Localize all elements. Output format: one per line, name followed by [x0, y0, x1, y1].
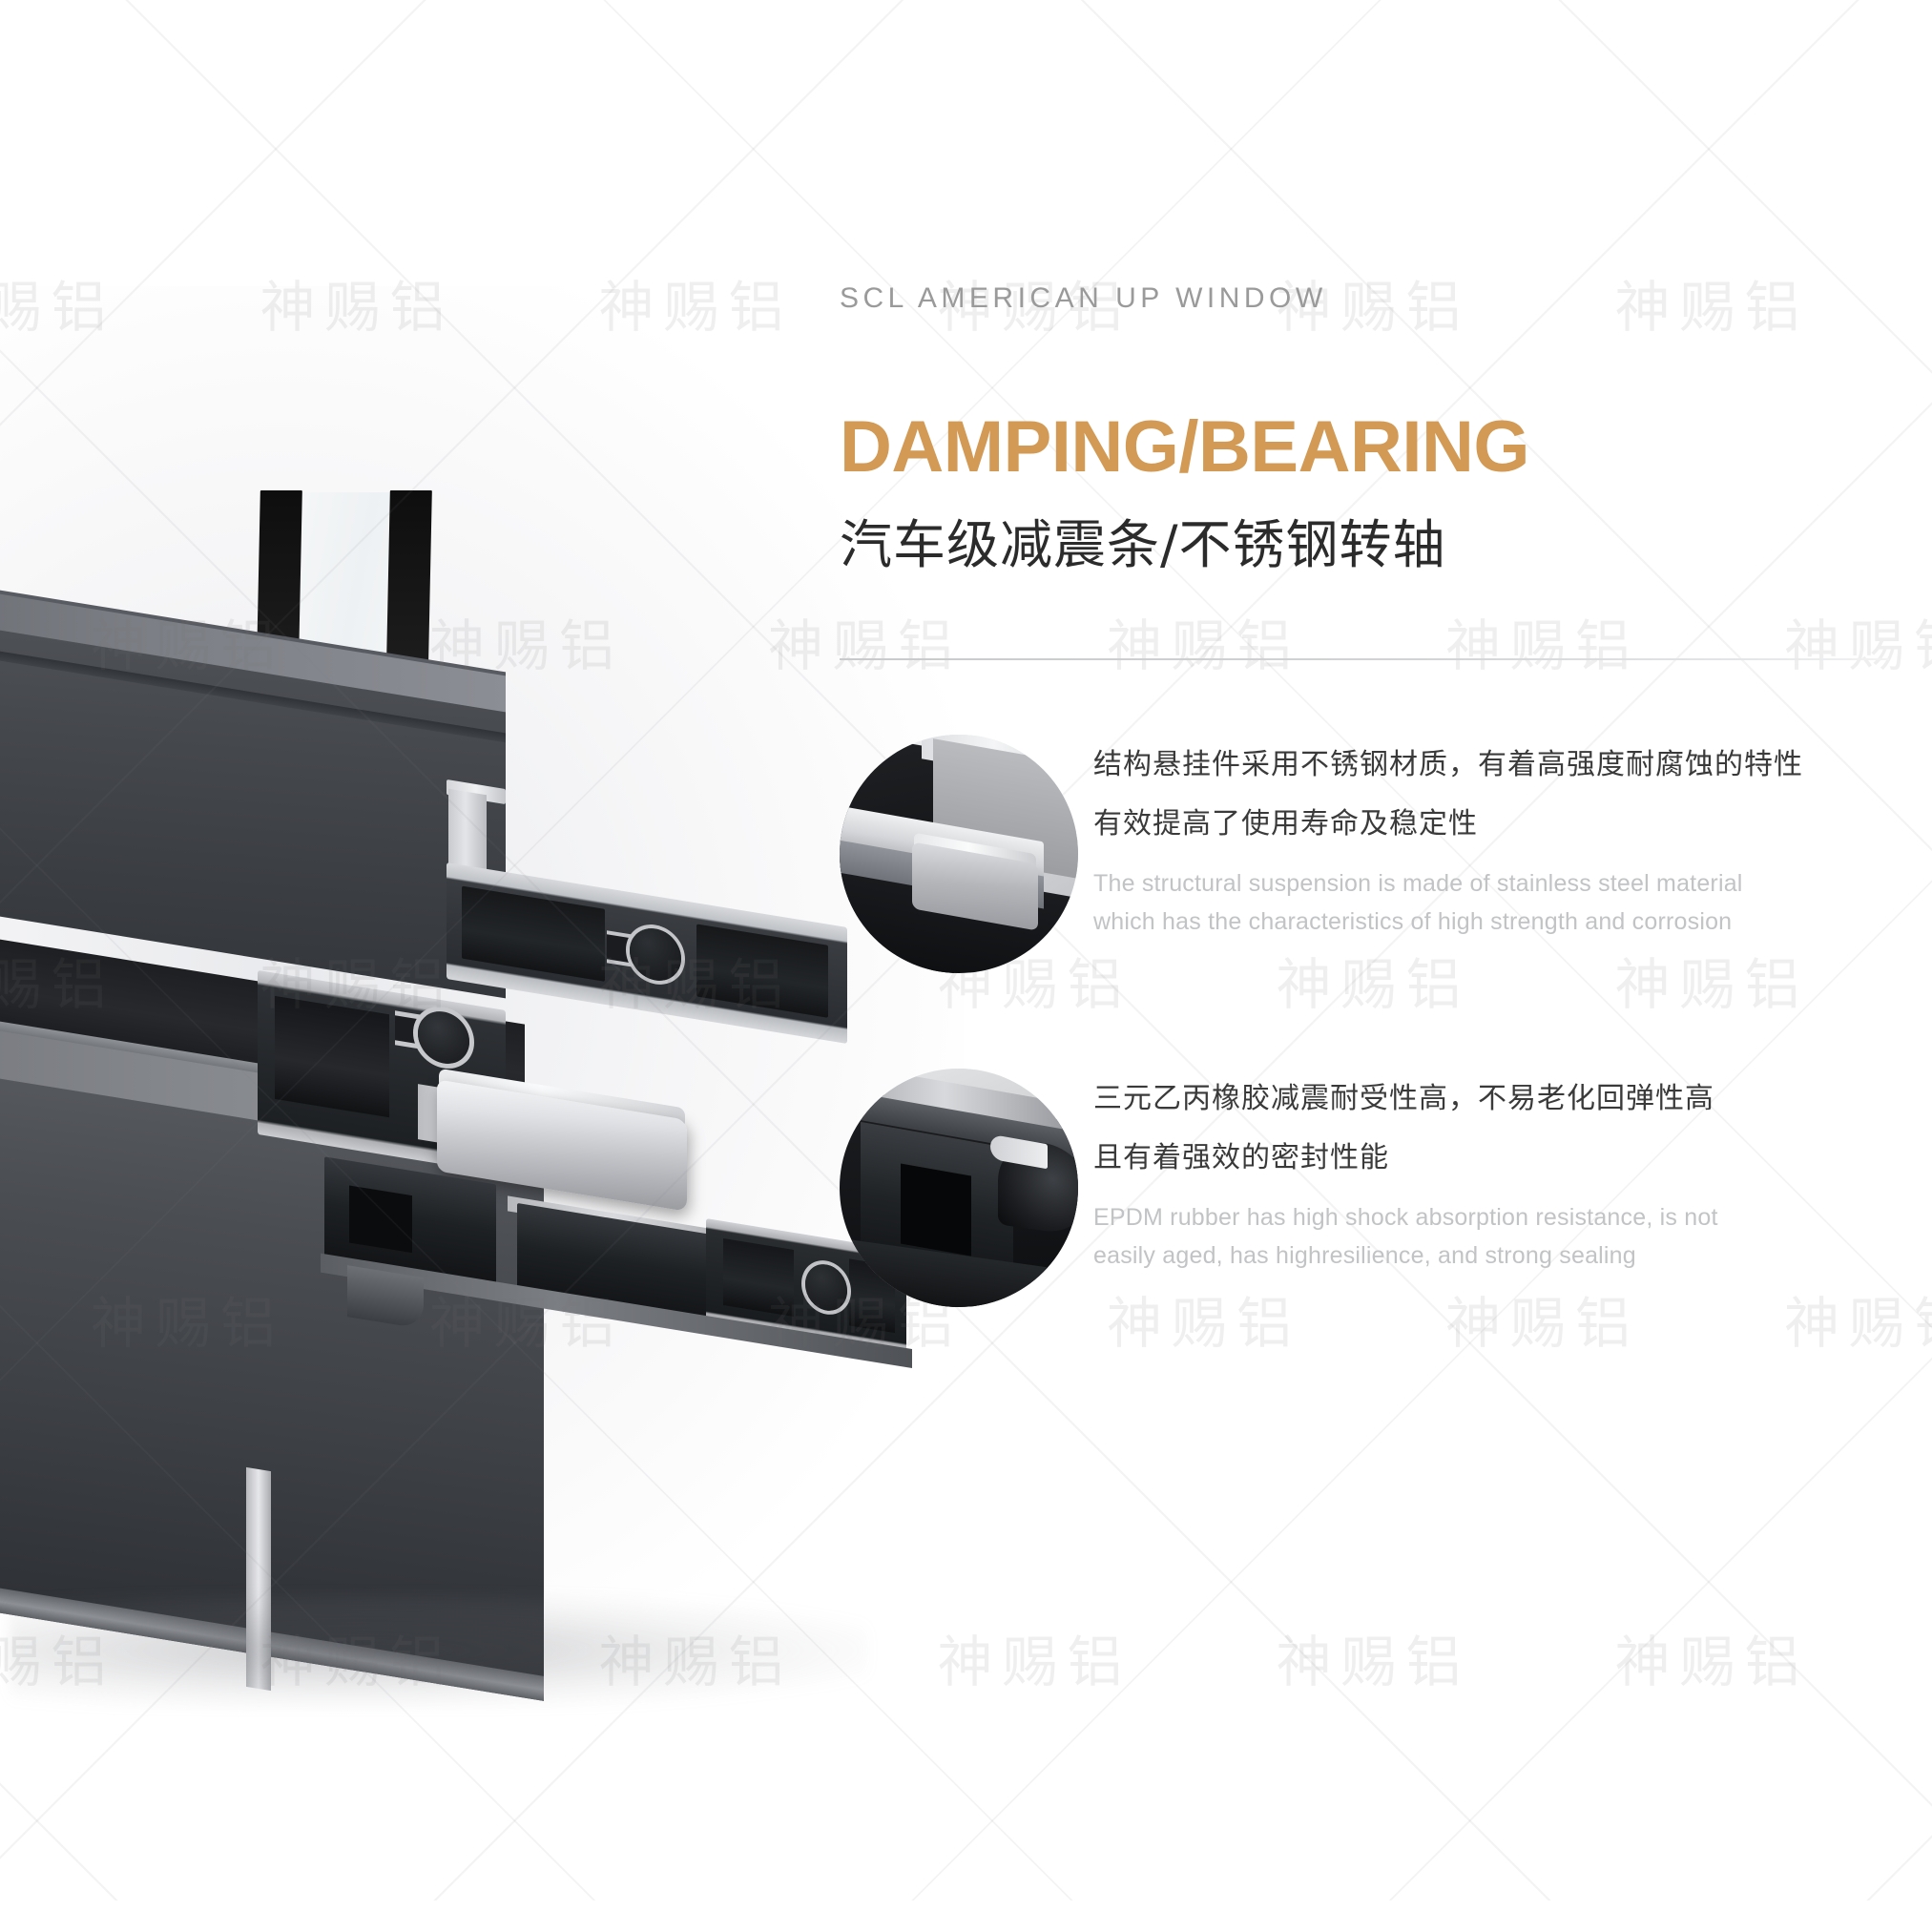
- feature2-cn-line-1: 三元乙丙橡胶减震耐受性高，不易老化回弹性高: [1093, 1082, 1714, 1115]
- feature1-cn-line-1: 结构悬挂件采用不锈钢材质，有着高强度耐腐蚀的特性: [1093, 748, 1803, 781]
- feature2-en-line-2: easily aged, has highresilience, and str…: [1093, 1241, 1636, 1269]
- screw-port: [607, 907, 695, 998]
- page-subtitle: 汽车级减震条/不锈钢转轴: [840, 513, 1446, 575]
- feature2-en-line-1: EPDM rubber has high shock absorption re…: [1093, 1204, 1718, 1232]
- epdm-gasket-left-cavity: [349, 1185, 412, 1254]
- feature2-cn-line-2: 且有着强效的密封性能: [1093, 1140, 1389, 1174]
- feature1-text: 结构悬挂件采用不锈钢材质，有着高强度耐腐蚀的特性 有效提高了使用寿命及稳定性 T…: [1093, 740, 1885, 941]
- product-image-aluminum-window-profile-cutaway: [0, 0, 964, 1901]
- upper-screw-port-bore: [418, 1008, 469, 1068]
- product-ground-shadow: [10, 1593, 868, 1708]
- feature1-chinese-copy: 结构悬挂件采用不锈钢材质，有着高强度耐腐蚀的特性 有效提高了使用寿命及稳定性: [1093, 740, 1885, 848]
- feature1-en-line-1: The structural suspension is made of sta…: [1093, 870, 1743, 898]
- feature1-en-line-2: which has the characteristics of high st…: [1093, 907, 1733, 935]
- screw-port-bore: [630, 924, 681, 985]
- product-render: [0, 477, 964, 1736]
- lower-hook-lip: [347, 1265, 424, 1330]
- stainless-steel-suspension-photo: [840, 735, 1078, 973]
- feature2-text: 三元乙丙橡胶减震耐受性高，不易老化回弹性高 且有着强效的密封性能 EPDM ru…: [1093, 1074, 1885, 1275]
- right-chamber-cavity-a: [723, 1237, 794, 1317]
- thumb2-gasket-cavity: [901, 1163, 971, 1257]
- feature2-chinese-copy: 三元乙丙橡胶减震耐受性高，不易老化回弹性高 且有着强效的密封性能: [1093, 1074, 1885, 1182]
- feature2-english-copy: EPDM rubber has high shock absorption re…: [1093, 1199, 1885, 1275]
- content-column: SCL AMERICAN UP WINDOW DAMPING/BEARING 汽…: [840, 0, 1932, 1932]
- eyebrow-label: SCL AMERICAN UP WINDOW: [840, 282, 1327, 314]
- feature1-english-copy: The structural suspension is made of sta…: [1093, 865, 1885, 941]
- page-title: DAMPING/BEARING: [840, 405, 1529, 488]
- epdm-rubber-gasket-photo: [840, 1069, 1078, 1307]
- section-divider: [840, 658, 1889, 660]
- thumb-content: [840, 735, 1078, 973]
- feature1-cn-line-2: 有效提高了使用寿命及稳定性: [1093, 806, 1478, 841]
- outer-chamber-cavity: [275, 995, 389, 1118]
- thumb-content: [840, 1069, 1078, 1307]
